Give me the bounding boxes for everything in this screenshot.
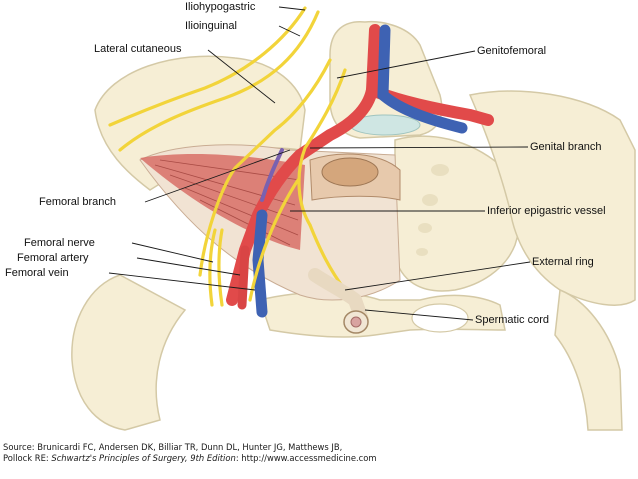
credit-book-title: Schwartz's Principles of Surgery, 9th Ed… (51, 453, 236, 463)
credit-prefix: Pollock RE: (3, 453, 52, 463)
common-iliac-vein (377, 24, 468, 134)
label-lateral-cutaneous: Lateral cutaneous (94, 43, 182, 55)
credit-line-1: Source: Brunicardi FC, Andersen DK, Bill… (3, 442, 343, 452)
femoral-vein-vessel (252, 209, 268, 318)
label-femoral-nerve: Femoral nerve (24, 237, 95, 249)
credit-line-2: Pollock RE: Schwartz's Principles of Sur… (3, 453, 635, 464)
source-credit: Source: Brunicardi FC, Andersen DK, Bill… (3, 442, 635, 476)
label-genitofemoral: Genitofemoral (477, 45, 547, 57)
label-genital-branch: Genital branch (530, 141, 602, 153)
nerves (108, 6, 347, 307)
spermatic-cord-structure (308, 268, 369, 327)
label-ilioinguinal: Ilioinguinal (185, 20, 237, 32)
femoral-nerve-2 (217, 228, 224, 307)
femoral-artery-vessel (237, 245, 250, 310)
femoral-nerve (208, 228, 217, 307)
pubic-bone (259, 291, 506, 338)
leader-lines (108, 6, 531, 321)
left-femur (71, 274, 187, 431)
label-iliohypogastric: Iliohypogastric (185, 1, 256, 13)
obturator-foramen (411, 303, 469, 333)
label-femoral-vein: Femoral vein (5, 267, 69, 279)
common-iliac-artery (226, 24, 381, 306)
label-femoral-artery: Femoral artery (17, 252, 89, 264)
genitofemoral-nerve (297, 68, 347, 227)
sacral-foramina (416, 164, 449, 256)
label-femoral-branch: Femoral branch (39, 196, 117, 208)
ilioinguinal-nerve (118, 10, 320, 152)
credit-url: : http://www.accessmedicine.com (235, 453, 377, 463)
right-femur (554, 288, 623, 431)
iliohypogastric-nerve (108, 6, 307, 127)
label-inferior-epigastric-vessel: Inferior epigastric vessel (487, 205, 606, 217)
femoral-branch-nerve (248, 178, 300, 302)
label-spermatic-cord: Spermatic cord (475, 314, 549, 326)
spermatic-cord-cut-end (350, 316, 362, 328)
label-external-ring: External ring (532, 256, 594, 268)
lateral-cutaneous-nerve (198, 58, 332, 277)
rectus-cross-section (321, 157, 379, 187)
